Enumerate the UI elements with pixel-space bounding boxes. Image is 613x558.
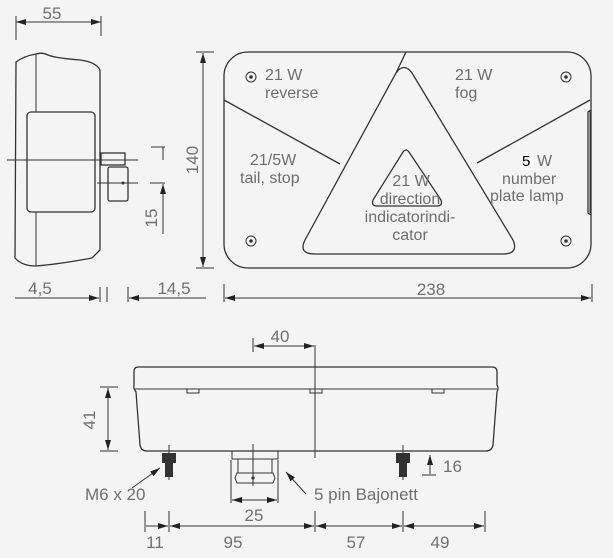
clip xyxy=(186,388,200,394)
divider-line xyxy=(395,51,407,74)
screw-icon xyxy=(560,235,572,247)
indicator-power: 21 W xyxy=(392,173,430,190)
tail-stop-power: 21/5W xyxy=(250,152,297,169)
side-view: 55 140 15 4,5 14,5 xyxy=(7,4,214,302)
side-offset-dim: 15 xyxy=(142,209,161,228)
connector-pin xyxy=(121,181,125,185)
indicator-label-1: direction xyxy=(380,191,440,208)
indicator-label-2: indicatorindi- xyxy=(365,209,456,226)
side-connector xyxy=(107,166,129,202)
side-width-dim: 55 xyxy=(43,4,62,23)
bolt-left xyxy=(162,445,176,480)
indicator-outer-triangle xyxy=(302,66,516,255)
front-width-dim: 238 xyxy=(417,280,445,299)
bottom-body-outline xyxy=(133,366,499,452)
bottom-view: 40 41 25 16 xyxy=(80,327,499,552)
clip xyxy=(431,388,445,394)
bottom-height-dim: 41 xyxy=(80,411,99,430)
spacing-dim-1: 11 xyxy=(146,533,164,552)
highlight-box xyxy=(520,152,534,170)
reverse-label: reverse xyxy=(265,85,318,102)
bolt-label: M6 x 20 xyxy=(85,485,145,504)
reverse-power: 21 W xyxy=(265,67,303,84)
number-plate-power-number: 5 xyxy=(522,153,530,170)
bolt-leader xyxy=(131,467,161,489)
spacing-dim-4: 49 xyxy=(431,533,450,552)
side-notch xyxy=(587,109,592,216)
bayonet-connector xyxy=(230,444,279,503)
spacing-dim-2: 95 xyxy=(224,533,243,552)
number-plate-label-2: plate lamp xyxy=(490,188,564,205)
connector-width-dim: 25 xyxy=(245,506,264,525)
side-right-dim: 14,5 xyxy=(157,279,190,298)
fog-label: fog xyxy=(455,85,477,102)
screw-icon xyxy=(560,71,572,83)
indicator-inner-triangle xyxy=(371,149,443,207)
spacing-dim-3: 57 xyxy=(347,533,366,552)
side-bolt xyxy=(100,152,126,166)
tail-stop-label: tail, stop xyxy=(240,170,300,187)
front-body-outline xyxy=(223,51,592,269)
connector-leader xyxy=(285,471,307,495)
divider-line xyxy=(223,99,341,165)
fog-power: 21 W xyxy=(455,67,493,84)
front-view: 21 W reverse 21 W fog 21/5W tail, stop 5… xyxy=(223,51,593,302)
connector-offset-dim: 40 xyxy=(271,327,290,346)
bolt-length-dim: 16 xyxy=(443,457,462,476)
connector-label: 5 pin Bajonett xyxy=(314,485,418,504)
indicator-label-3: cator xyxy=(392,227,428,244)
side-height-dim: 140 xyxy=(183,146,202,174)
side-housing-box xyxy=(26,111,96,213)
number-plate-power-unit: W xyxy=(537,153,553,170)
bolt-right xyxy=(396,445,410,480)
screw-icon xyxy=(245,235,257,247)
screw-icon xyxy=(245,71,257,83)
number-plate-label-1: number xyxy=(502,171,557,188)
side-left-dim: 4,5 xyxy=(28,279,52,298)
divider-line xyxy=(476,99,591,164)
clip xyxy=(309,388,323,394)
